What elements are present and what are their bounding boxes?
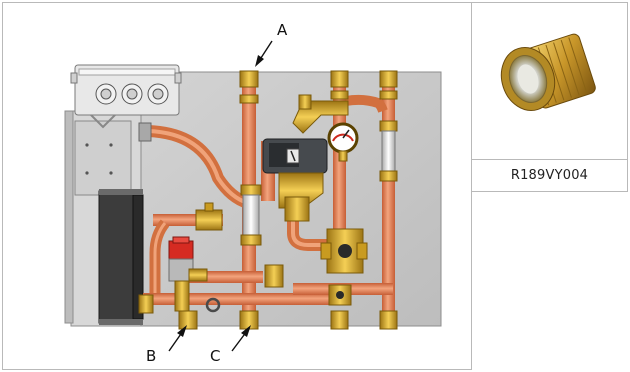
diagram-panel: A B C: [2, 2, 472, 370]
callout-label-a: A: [277, 21, 288, 39]
junction-box: [70, 64, 182, 116]
arrow-b-head: [177, 325, 187, 337]
top-fittings: [239, 70, 398, 104]
bottom-fittings: [138, 122, 398, 330]
hydraulic-module-illustration: [64, 40, 442, 352]
callout-arrows: [168, 40, 273, 352]
callout-label-c: C: [210, 347, 221, 365]
flowmeters: [240, 120, 398, 246]
circulation-pump: [262, 138, 328, 222]
product-code: R189VY004: [510, 168, 589, 183]
pressure-gauge: [327, 122, 359, 162]
product-panel: R189VY004: [471, 2, 628, 192]
callout-label-b: B: [146, 347, 157, 365]
safety-valve: [168, 236, 221, 313]
plate-heat-exchanger: [98, 189, 144, 325]
arrow-c-head: [241, 325, 251, 337]
y-strainer: [292, 94, 349, 134]
mounting-bracket: [74, 114, 132, 196]
product-caption-bar: R189VY004: [472, 159, 627, 191]
valves: [195, 202, 368, 306]
arrow-a-head: [255, 55, 264, 67]
brass-nipple-fitting-image: [500, 33, 596, 111]
